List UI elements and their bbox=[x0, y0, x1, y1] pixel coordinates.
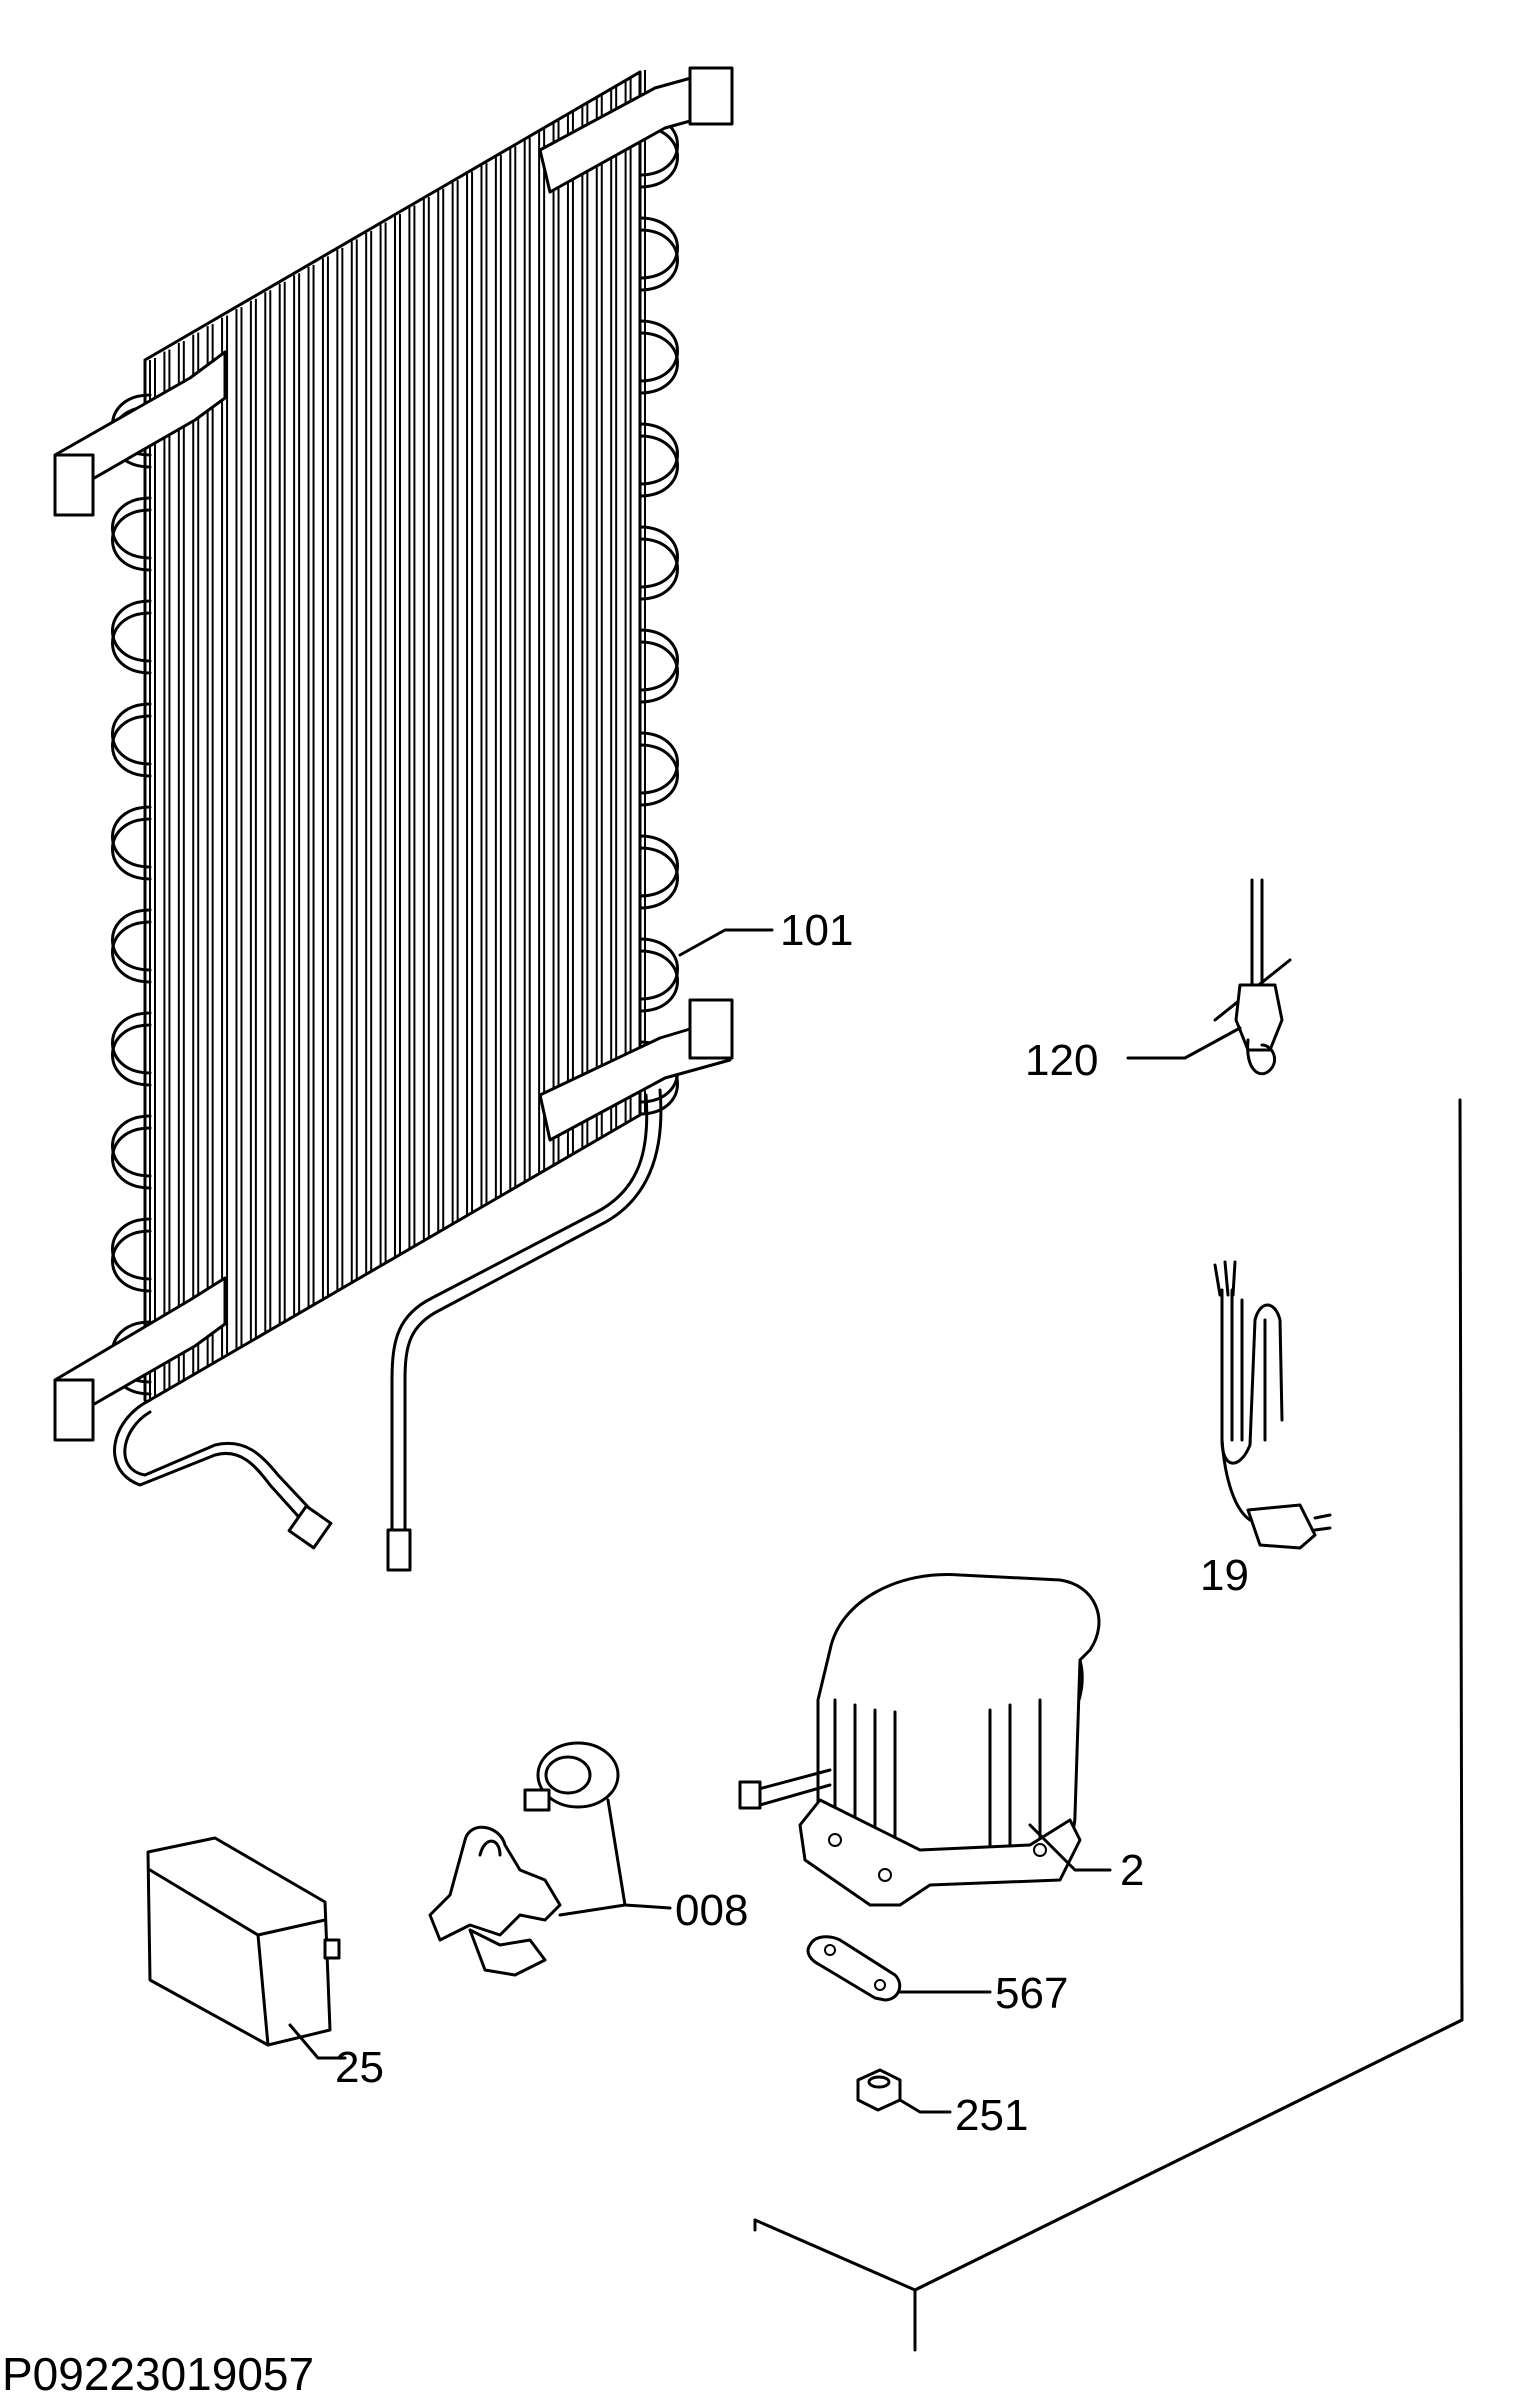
callout-101: 101 bbox=[780, 906, 853, 955]
washer-part-567[interactable] bbox=[806, 1935, 902, 2002]
relay-part-008[interactable] bbox=[428, 1741, 620, 1977]
compressor-part-2[interactable] bbox=[738, 1572, 1101, 1907]
condenser-part-101[interactable] bbox=[53, 66, 734, 1572]
condenser-serpentine-tube bbox=[111, 113, 679, 1396]
leader-lines bbox=[288, 928, 1242, 2114]
power-cable-part-19[interactable] bbox=[1213, 1260, 1332, 1550]
callout-251: 251 bbox=[955, 2091, 1028, 2140]
nut-part-251[interactable] bbox=[856, 2068, 902, 2112]
box-part-25[interactable] bbox=[146, 1836, 341, 2047]
callout-2: 2 bbox=[1120, 1846, 1144, 1895]
callout-008: 008 bbox=[675, 1886, 748, 1935]
callout-120: 120 bbox=[1025, 1036, 1098, 1085]
cabinet-outline bbox=[753, 1098, 1464, 2352]
callout-567: 567 bbox=[995, 1969, 1068, 2018]
callout-19: 19 bbox=[1200, 1551, 1249, 1600]
condenser-wires bbox=[149, 70, 646, 1400]
callout-25: 25 bbox=[335, 2043, 384, 2092]
drawing-code: P09223019057 bbox=[2, 2348, 314, 2400]
sensor-part-120[interactable] bbox=[1213, 878, 1292, 1076]
